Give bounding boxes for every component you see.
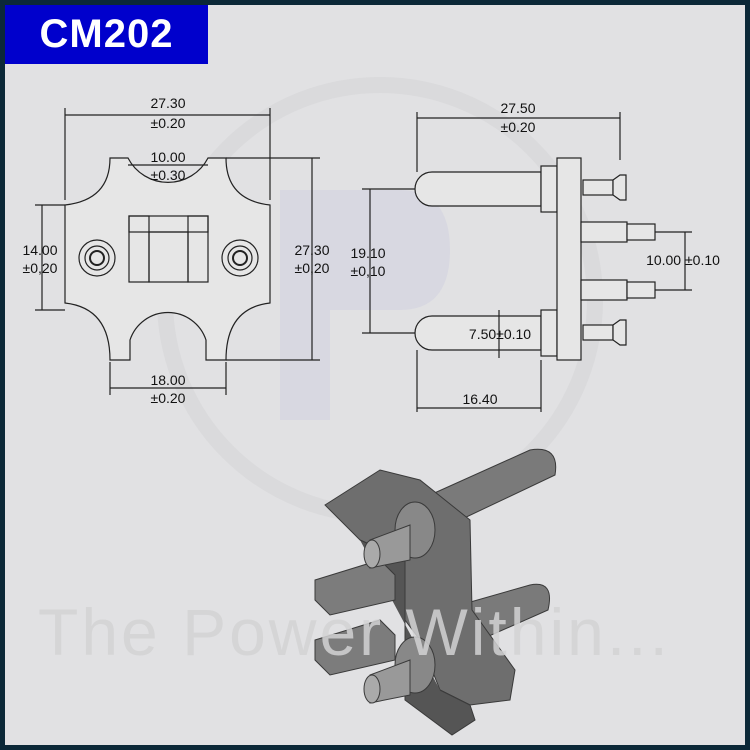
- dim-top-notch-tol: ±0.30: [151, 167, 186, 183]
- dim-overall-width-tol: ±0.20: [151, 115, 186, 131]
- dim-overall-height-tol: ±0,20: [295, 260, 330, 276]
- dim-terminal-spacing: 10.00 ±0.10: [646, 252, 720, 268]
- dim-overall-width: 27.30: [150, 95, 185, 111]
- dim-pin-spacing-tol: ±0,20: [23, 260, 58, 276]
- dim-bottom-width-tol: ±0.20: [151, 390, 186, 406]
- front-view-dimensions: 27.30 ±0.20 10.00 ±0.30 14.00 ±0,20 27.3…: [22, 95, 329, 406]
- side-view: [362, 112, 692, 412]
- dim-top-notch: 10.00: [150, 149, 185, 165]
- upper-pin: [414, 171, 542, 207]
- dim-side-pin-spacing-tol: ±0,10: [351, 263, 386, 279]
- dim-pin-length: 16.40: [462, 391, 497, 407]
- drawing-canvas: 27.30 ±0.20 10.00 ±0.30 14.00 ±0,20 27.3…: [22, 77, 720, 736]
- dim-side-pin-spacing: 19.10: [350, 245, 385, 261]
- dim-overall-length: 27.50: [500, 100, 535, 116]
- dim-bottom-width: 18.00: [150, 372, 185, 388]
- watermark-text: The Power Within...: [38, 595, 671, 669]
- side-view-dimensions: 27.50 ±0.20 19.10 ±0,10 10.00 ±0.10 7.50…: [350, 100, 720, 407]
- plate-outline: [64, 157, 271, 361]
- dim-pin-spacing: 14.00: [22, 242, 57, 258]
- dim-overall-length-tol: ±0.20: [501, 119, 536, 135]
- dim-pin-diameter: 7.50±0.10: [469, 326, 531, 342]
- lower-pin: [414, 315, 542, 351]
- model-badge: CM202: [5, 5, 208, 64]
- 3d-render: [314, 448, 557, 736]
- dim-overall-height: 27.30: [294, 242, 329, 258]
- front-view: [35, 108, 320, 395]
- model-title: CM202: [39, 12, 174, 56]
